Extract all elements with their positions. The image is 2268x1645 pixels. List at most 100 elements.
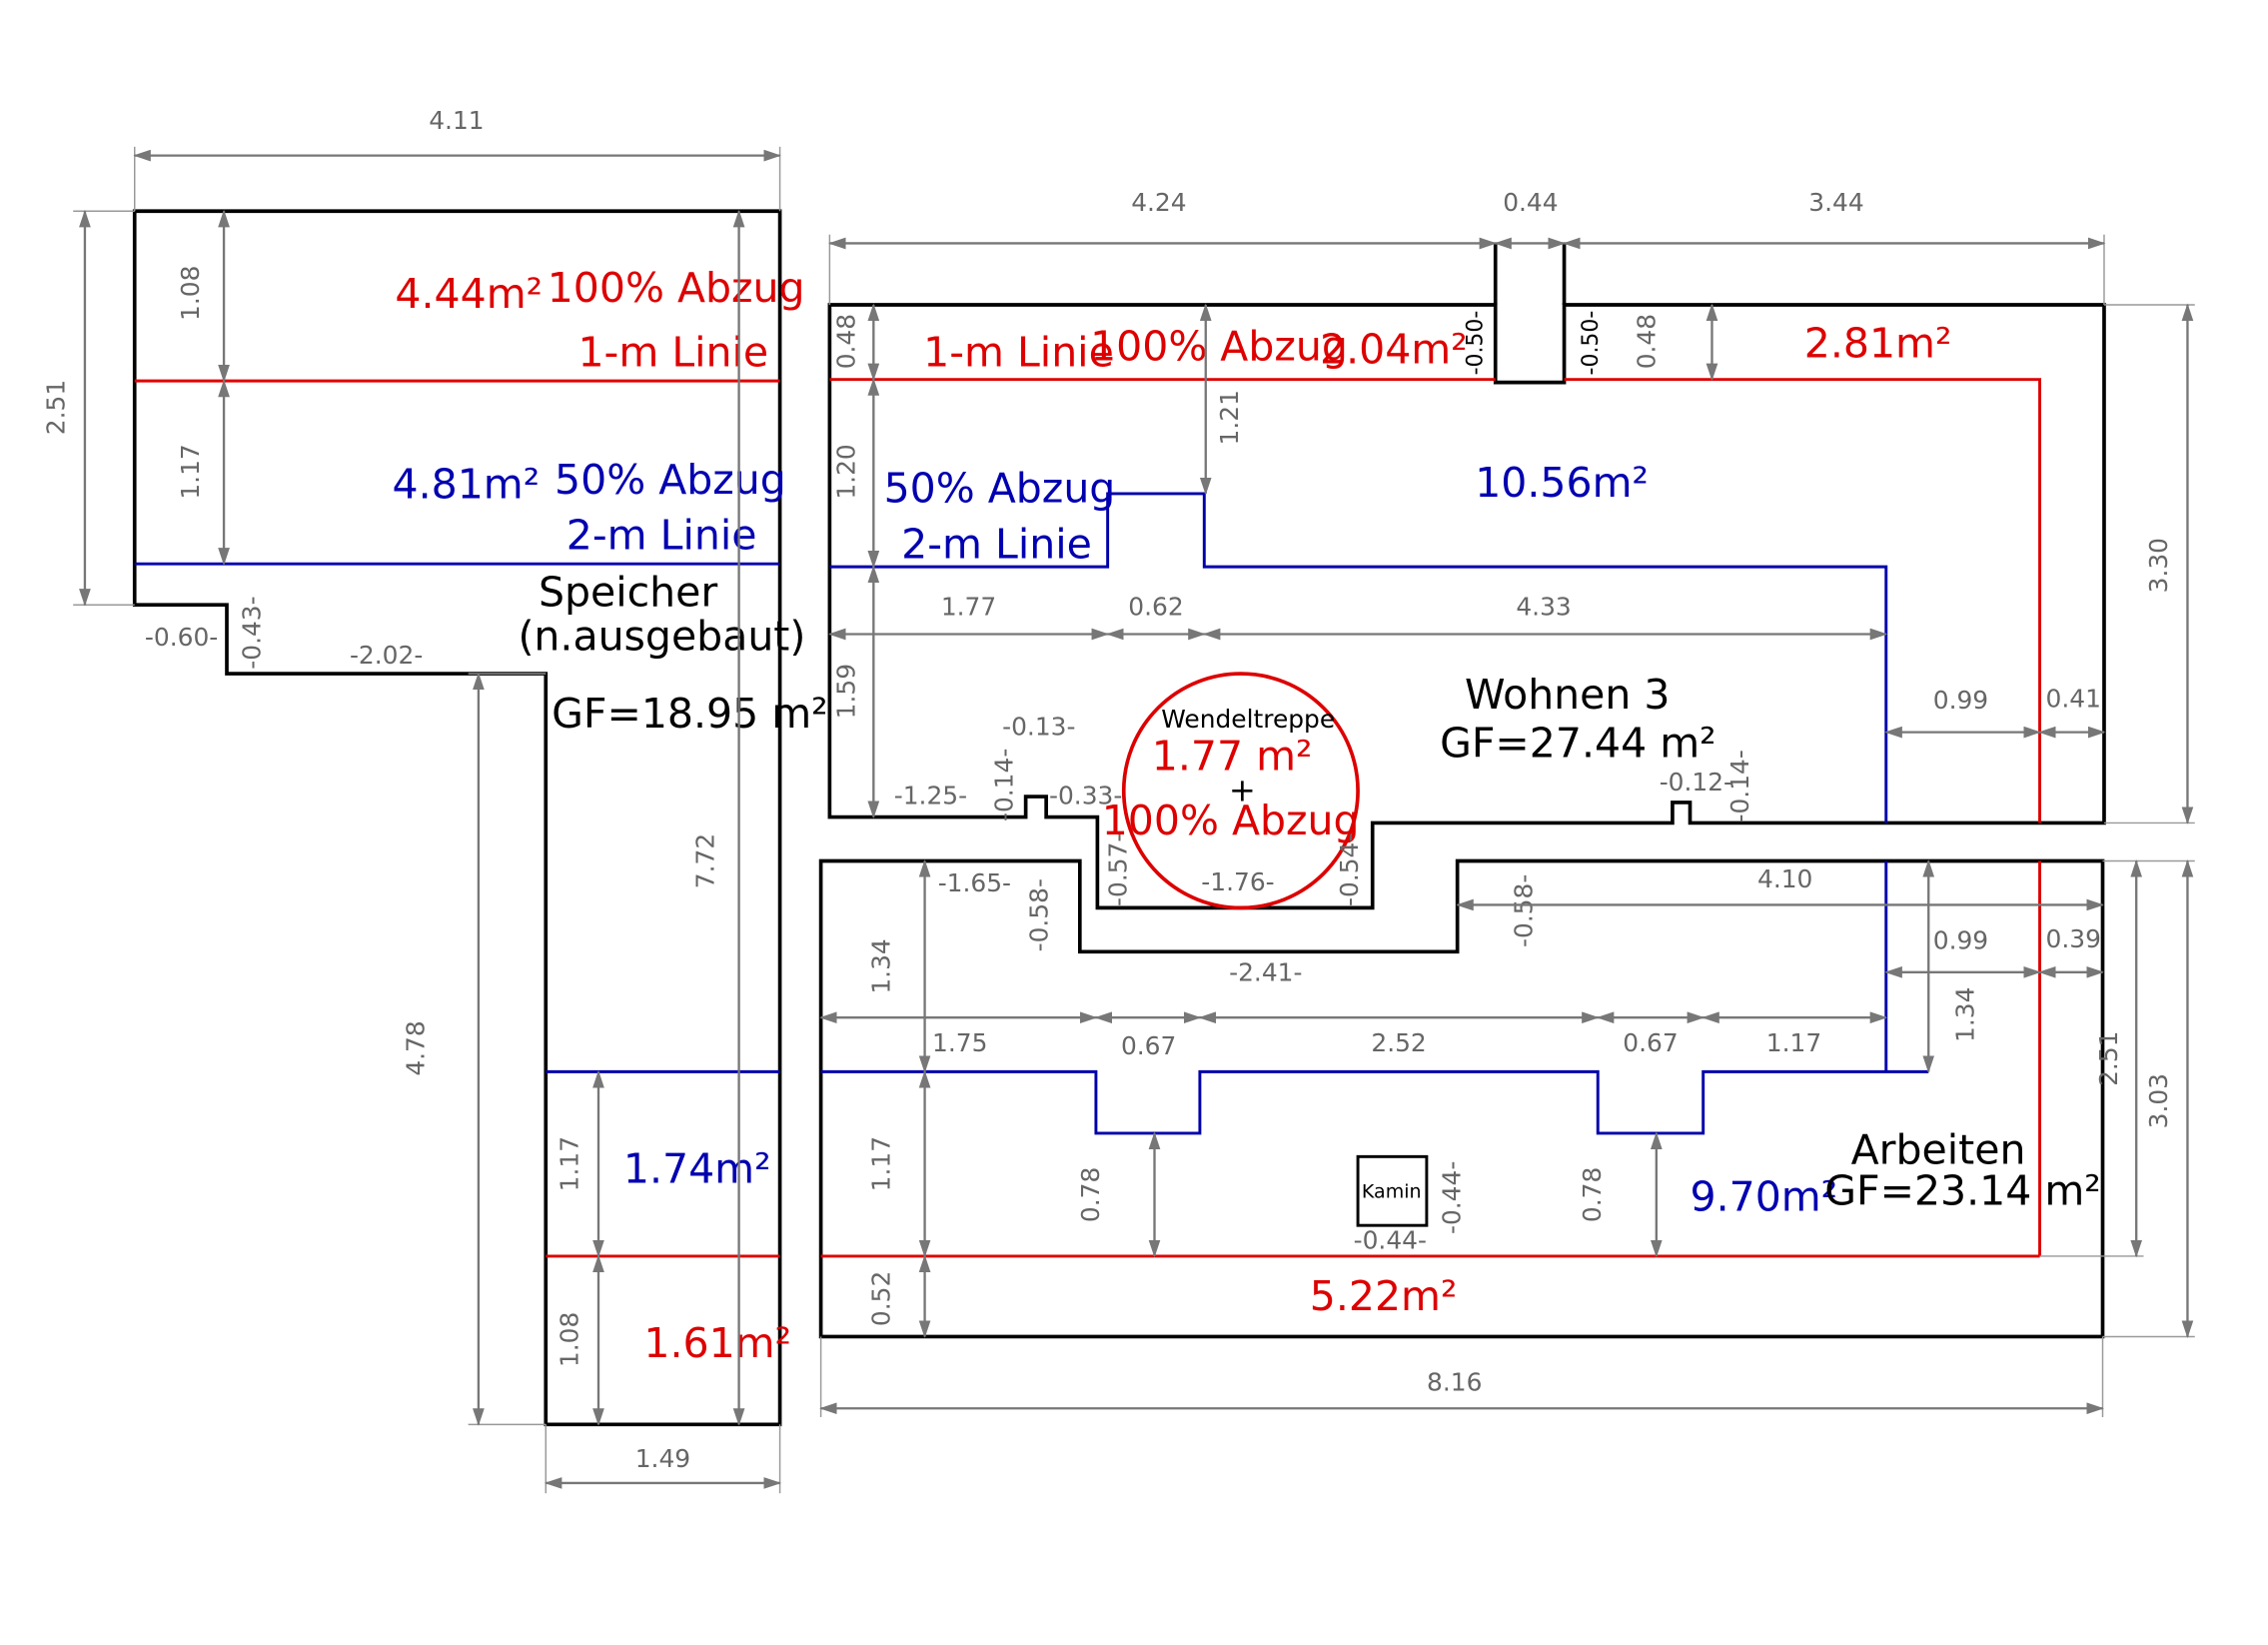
dim-label: -0.54-: [1335, 833, 1364, 906]
dim-label: 0.44: [1503, 188, 1558, 217]
room-name: Wohnen 3: [1465, 671, 1671, 719]
room-gf: GF=18.95 m²: [552, 690, 827, 738]
line-label: 2-m Linie: [567, 512, 757, 560]
dim-label: -0.50-: [1464, 311, 1489, 376]
area-label: 2.81m²: [1804, 320, 1952, 368]
dim-label: 0.62: [1128, 592, 1183, 621]
dim-label: 0.52: [866, 1271, 895, 1326]
line-label: 1-m Linie: [923, 329, 1114, 377]
dim-label: -0.44-: [1438, 1161, 1467, 1234]
area-label: 9.70m²: [1691, 1173, 1838, 1221]
dim-label: -1.25-: [894, 781, 967, 810]
dim-label: 3.03: [2144, 1073, 2173, 1128]
dim-label: 1.34: [1951, 987, 1980, 1042]
dim-label: 2.51: [41, 380, 70, 435]
wohnen3-1m-line: [1564, 378, 2041, 823]
dim-label: 1.59: [831, 664, 860, 719]
area-label: 2.04m²: [1320, 326, 1468, 374]
dim-label: -0.44-: [1354, 1226, 1427, 1255]
dim-label: 0.99: [1933, 686, 1988, 715]
room-subtitle: (n.ausgebaut): [518, 613, 805, 661]
dim-label: 0.67: [1121, 1031, 1176, 1060]
dim-label: -2.41-: [1229, 958, 1302, 987]
area-label: 5.22m²: [1310, 1272, 1458, 1320]
stair-name: Wendeltreppe: [1161, 705, 1335, 734]
dim-label: 1.21: [1215, 390, 1244, 445]
area-label: 1.61m²: [643, 1319, 791, 1367]
abzug-label: 50% Abzug: [884, 465, 1116, 513]
dim-label: 8.16: [1427, 1368, 1482, 1397]
dim-label: 0.39: [2046, 924, 2101, 953]
dim-label: -1.65-: [938, 868, 1011, 897]
dim-label: 1.17: [1766, 1028, 1821, 1057]
area-label: 4.81m²: [392, 460, 540, 508]
line-label: 2-m Linie: [901, 520, 1092, 568]
dim-label: 0.99: [1933, 925, 1988, 954]
speicher-dimensions: 4.11 2.51 1.08 1.17 -0.60- -0.43- -2.02-…: [41, 106, 782, 1494]
area-label: 10.56m²: [1475, 459, 1649, 507]
dim-label: 4.33: [1516, 592, 1571, 621]
dim-label: -0.33-: [1049, 781, 1122, 810]
dim-label: 4.24: [1131, 188, 1186, 217]
room-gf: GF=23.14 m²: [1824, 1167, 2101, 1215]
area-label: 4.44m²: [395, 270, 543, 318]
dim-label: -0.43-: [238, 596, 267, 669]
dim-label: 1.75: [932, 1028, 987, 1057]
room-speicher: 4.44m² 100% Abzug 1-m Linie 4.81m² 50% A…: [132, 209, 828, 1427]
dim-label: 0.78: [1578, 1167, 1607, 1222]
dim-label: 3.44: [1808, 188, 1863, 217]
abzug-label: 100% Abzug: [548, 264, 805, 312]
dim-label: 1.08: [555, 1312, 583, 1367]
dim-label: 0.48: [1632, 314, 1661, 369]
dim-label: 1.08: [176, 266, 205, 321]
dim-label: 0.48: [831, 314, 860, 369]
speicher-wall: [132, 209, 782, 1427]
dim-label: 4.78: [402, 1020, 431, 1075]
arbeiten-dimensions: -1.65- -0.58- -0.58- -2.41- 4.10 0.99 0.…: [819, 859, 2195, 1418]
dim-label: -0.50-: [1579, 311, 1604, 376]
dim-label: 1.17: [555, 1136, 583, 1191]
stair-abzug: 100% Abzug: [1102, 797, 1360, 844]
fireplace: [1356, 1154, 1429, 1227]
arbeiten-wall: [818, 858, 2105, 1339]
dim-label: -0.60-: [145, 623, 218, 652]
dim-label: 0.41: [2046, 685, 2101, 714]
dim-label: 0.67: [1623, 1028, 1678, 1057]
wohnen3-dimensions: 4.24 0.44 3.44 0.48 -0.50- -0.50- 0.48 1…: [827, 188, 2195, 906]
dim-label: -0.14-: [1725, 750, 1754, 822]
dim-label: -0.14-: [989, 749, 1018, 822]
dim-label: 4.11: [429, 106, 484, 135]
room-wohnen3: 1-m Linie 100% Abzug 2.04m² 2.81m² 50% A…: [827, 243, 2106, 910]
dim-label: 1.34: [866, 938, 895, 993]
dim-label: -2.02-: [350, 641, 423, 670]
room-name: Arbeiten: [1851, 1126, 2026, 1174]
dim-label: 1.17: [866, 1136, 895, 1191]
spiral-staircase: [1121, 672, 1360, 910]
abzug-label: 100% Abzug: [1090, 323, 1348, 371]
dim-label: -0.12-: [1660, 768, 1732, 797]
dim-label: 1.77: [941, 592, 996, 621]
room-name: Speicher: [539, 569, 717, 617]
dim-label: -0.58-: [1025, 878, 1054, 951]
dim-label: 2.52: [1371, 1028, 1426, 1057]
dim-label: 3.30: [2144, 538, 2173, 593]
dim-label: 1.20: [831, 444, 860, 499]
dim-label: 1.17: [176, 444, 205, 499]
dim-label: -0.58-: [1509, 874, 1538, 947]
dim-label: 2.51: [2094, 1031, 2123, 1086]
dim-label: -0.57-: [1104, 833, 1133, 906]
arbeiten-2m-line: [820, 1069, 1929, 1135]
abzug-label: 50% Abzug: [555, 456, 786, 504]
room-gf: GF=27.44 m²: [1440, 720, 1716, 768]
dim-label: 1.49: [635, 1444, 690, 1473]
dim-label: -1.76-: [1201, 867, 1274, 896]
dim-label: 4.10: [1757, 864, 1812, 893]
dim-label: -0.13-: [1002, 713, 1075, 742]
stair-plus: +: [1229, 771, 1256, 809]
stair-area: 1.77 m²: [1152, 733, 1313, 781]
dim-label: 0.78: [1076, 1167, 1105, 1222]
fireplace-label: Kamin: [1362, 1180, 1422, 1202]
area-label: 1.74m²: [623, 1145, 771, 1193]
